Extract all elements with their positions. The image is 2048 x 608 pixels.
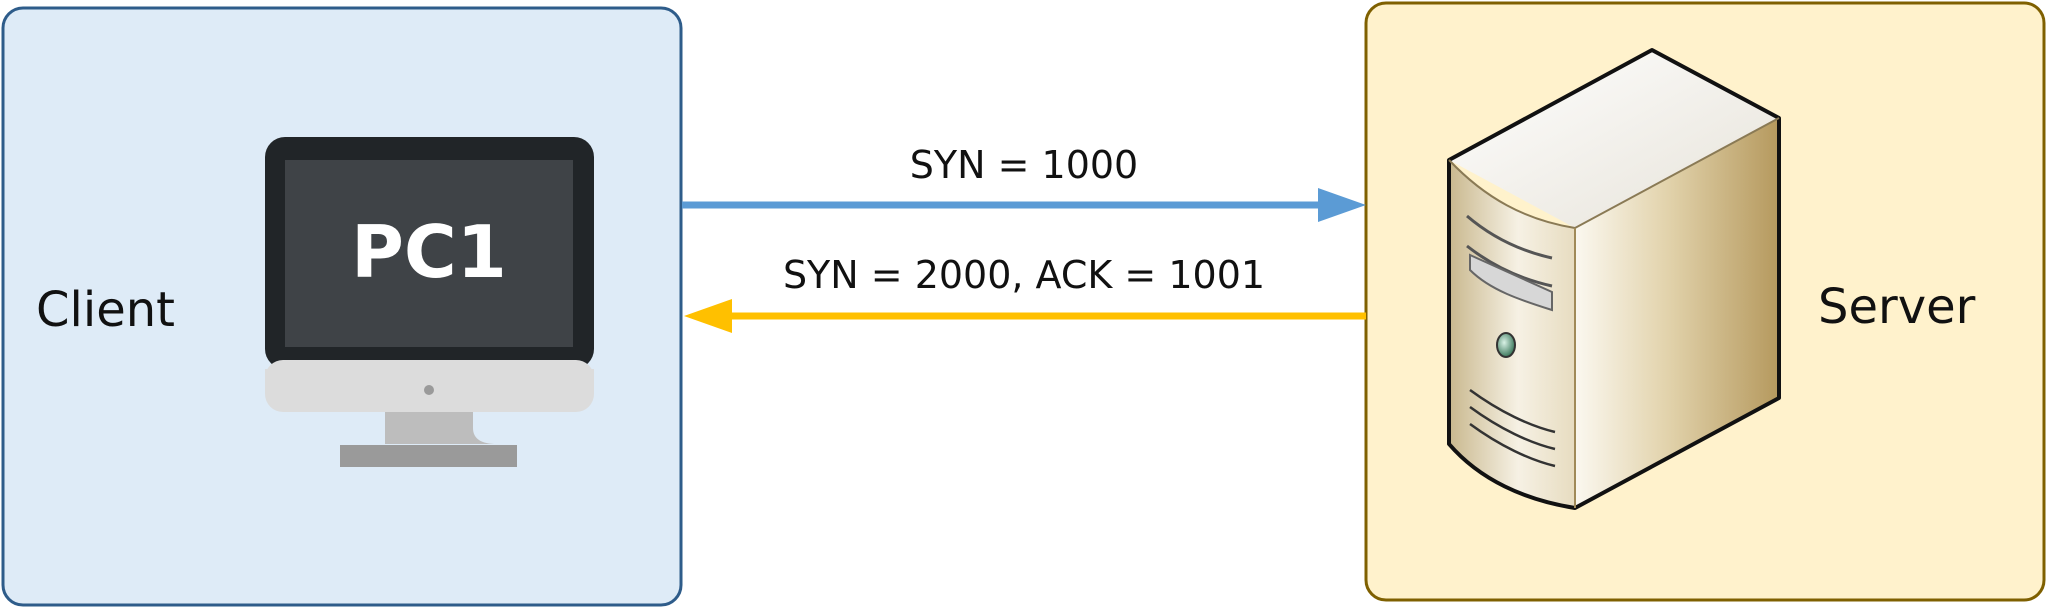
- power-dot-icon: [424, 385, 434, 395]
- server-label: Server: [1818, 279, 1976, 335]
- client-label: Client: [36, 282, 175, 338]
- server-tower-icon: [1447, 48, 1781, 510]
- pc-label: PC1: [351, 210, 507, 294]
- monitor-icon: PC1: [265, 137, 594, 467]
- power-led-icon: [1496, 332, 1516, 358]
- syn-label: SYN = 1000: [910, 143, 1138, 187]
- syn-ack-arrow: [684, 299, 1366, 333]
- syn-ack-label: SYN = 2000, ACK = 1001: [783, 253, 1265, 297]
- syn-arrow: [682, 188, 1366, 222]
